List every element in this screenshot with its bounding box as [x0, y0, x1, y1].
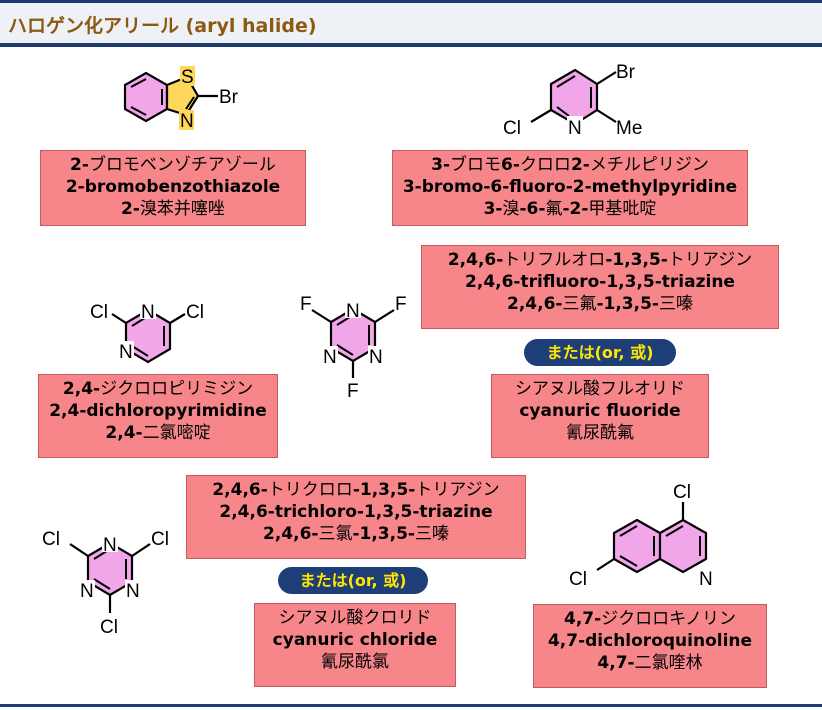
atom-nitrogen: N: [323, 347, 337, 368]
bromochloromethylpyridine-structure: N Br Cl Me: [503, 62, 642, 139]
or-label-pill: または(or, 或): [278, 567, 428, 594]
atom-chlorine: Cl: [100, 617, 118, 638]
atom-chlorine: Cl: [42, 529, 60, 550]
atom-fluorine: F: [395, 294, 407, 315]
alt-name-english: cyanuric fluoride: [519, 401, 681, 421]
name-japanese: 3-ブロモ6-クロロ2-メチルピリジン: [431, 155, 709, 175]
atom-nitrogen: N: [103, 535, 117, 556]
name-english: 2,4,6-trichloro-1,3,5-triazine: [219, 502, 493, 522]
atom-chlorine: Cl: [569, 569, 587, 590]
name-english: 4,7-dichloroquinoline: [547, 631, 753, 651]
atom-nitrogen: N: [80, 581, 94, 602]
trichlorotriazine-structure: N N N Cl Cl Cl: [42, 529, 169, 638]
name-chinese: 2,4,6-三氯-1,3,5-三嗪: [263, 524, 449, 544]
alt-name-japanese: シアヌル酸クロリド: [278, 608, 432, 628]
atom-chlorine: Cl: [186, 302, 204, 323]
name-english: 3-bromo-6-fluoro-2-methylpyridine: [402, 177, 738, 197]
name-english: 2,4-dichloropyrimidine: [49, 401, 267, 421]
atom-chlorine: Cl: [503, 118, 521, 139]
name-japanese: 2,4-ジクロロピリミジン: [62, 379, 254, 399]
atom-sulfur: S: [181, 67, 194, 88]
cyanuric-chloride-name-box: シアヌル酸クロリド cyanuric chloride 氰尿酰氯: [254, 603, 456, 687]
atom-nitrogen: N: [141, 302, 155, 323]
trichlorotriazine-name-box: 2,4,6-トリクロロ-1,3,5-トリアジン 2,4,6-trichloro-…: [186, 475, 526, 559]
alt-name-chinese: 氰尿酰氟: [566, 423, 634, 443]
atom-nitrogen: N: [699, 569, 713, 590]
atom-bromine: Br: [219, 87, 239, 108]
name-chinese: 4,7-二氯喹林: [597, 653, 703, 673]
atom-chlorine: Cl: [90, 302, 108, 323]
bromobenzothiazole-structure: S N Br: [123, 66, 239, 132]
name-english: 2-bromobenzothiazole: [65, 177, 281, 197]
atom-chlorine: Cl: [673, 482, 691, 503]
trifluorotriazine-structure: N N N F F F: [300, 294, 407, 402]
bromobenzothiazole-name-box: 2-ブロモベンゾチアゾール 2-bromobenzothiazole 2-溴苯并…: [40, 150, 306, 226]
dichloropyrimidine-name-box: 2,4-ジクロロピリミジン 2,4-dichloropyrimidine 2,4…: [38, 374, 278, 458]
header-bar: ハロゲン化アリール (aryl halide): [0, 3, 822, 43]
name-japanese: 2,4,6-トリフルオロ-1,3,5-トリアジン: [447, 250, 753, 270]
alt-name-english: cyanuric chloride: [272, 630, 438, 650]
or-label-pill: または(or, 或): [524, 339, 676, 366]
trifluorotriazine-name-box: 2,4,6-トリフルオロ-1,3,5-トリアジン 2,4,6-trifluoro…: [421, 245, 779, 329]
bottom-rule: [0, 704, 822, 707]
atom-fluorine: F: [347, 381, 359, 402]
atom-chlorine: Cl: [151, 529, 169, 550]
name-english: 2,4,6-trifluoro-1,3,5-triazine: [465, 272, 735, 292]
atom-nitrogen: N: [119, 342, 133, 363]
atom-nitrogen: N: [369, 347, 383, 368]
alt-name-chinese: 氰尿酰氯: [321, 652, 389, 672]
dichloroquinoline-structure: N Cl Cl: [569, 482, 714, 590]
atom-nitrogen: N: [180, 111, 194, 132]
name-chinese: 3-溴-6-氟-2-甲基吡啶: [483, 199, 657, 219]
atom-nitrogen: N: [126, 581, 140, 602]
name-japanese: 2,4,6-トリクロロ-1,3,5-トリアジン: [212, 480, 500, 500]
alt-name-japanese: シアヌル酸フルオリド: [515, 379, 685, 399]
cyanuric-fluoride-name-box: シアヌル酸フルオリド cyanuric fluoride 氰尿酰氟: [491, 374, 709, 458]
name-japanese: 4,7-ジクロロキノリン: [564, 609, 736, 629]
atom-methyl: Me: [616, 118, 642, 139]
dichloropyrimidine-structure: N N Cl Cl: [90, 301, 204, 364]
atom-nitrogen: N: [568, 118, 582, 139]
dichloroquinoline-name-box: 4,7-ジクロロキノリン 4,7-dichloroquinoline 4,7-二…: [533, 604, 767, 688]
name-chinese: 2,4-二氯嘧啶: [105, 423, 211, 443]
atom-nitrogen: N: [346, 301, 360, 322]
name-japanese: 2-ブロモベンゾチアゾール: [70, 155, 276, 175]
top-rule: [0, 0, 822, 3]
page-title: ハロゲン化アリール (aryl halide): [8, 15, 317, 37]
atom-fluorine: F: [300, 294, 312, 315]
name-chinese: 2,4,6-三氟-1,3,5-三嗪: [507, 294, 693, 314]
atom-bromine: Br: [616, 62, 636, 83]
bromochloromethylpyridine-name-box: 3-ブロモ6-クロロ2-メチルピリジン 3-bromo-6-fluoro-2-m…: [392, 150, 748, 226]
name-chinese: 2-溴苯并噻唑: [121, 199, 225, 219]
header-rule: [0, 43, 822, 47]
